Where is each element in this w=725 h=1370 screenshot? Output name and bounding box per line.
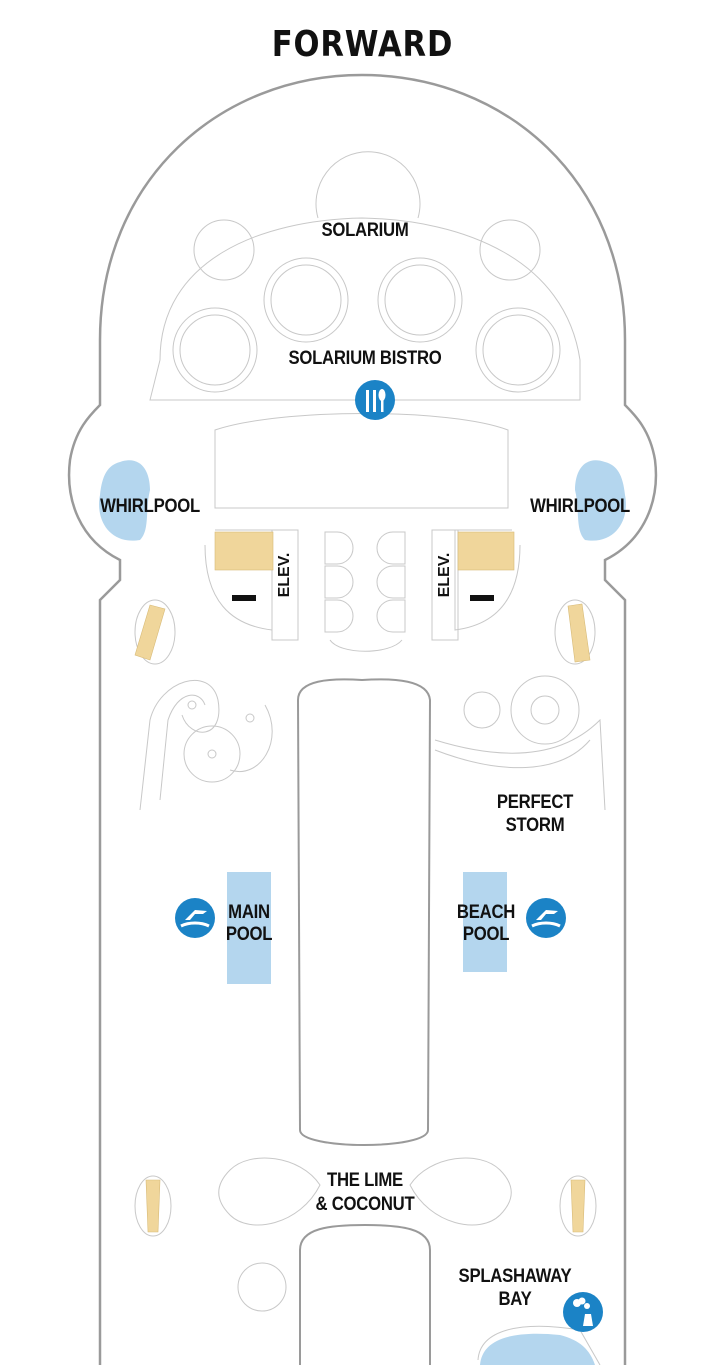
whirlpool-right-water: [575, 460, 626, 541]
label-whirlpool-right[interactable]: WHIRLPOOL: [530, 496, 630, 517]
label-perfect-storm-line2[interactable]: STORM: [505, 815, 565, 836]
hull-outline: [67, 73, 658, 1365]
main-pool-water: [227, 872, 271, 984]
label-solarium[interactable]: SOLARIUM: [321, 220, 409, 241]
atrium-void-outline: [296, 678, 432, 1146]
label-elevator-right[interactable]: ELEV.: [436, 552, 453, 598]
restroom-icon: [232, 595, 256, 601]
label-whirlpool-left[interactable]: WHIRLPOOL: [100, 496, 200, 517]
label-splashaway-line2[interactable]: BAY: [498, 1289, 532, 1310]
label-beach-pool-line2[interactable]: POOL: [462, 924, 510, 945]
direction-label: FORWARD: [271, 24, 454, 65]
label-main-pool-line1[interactable]: MAIN: [228, 902, 270, 923]
label-main-pool-line2[interactable]: POOL: [225, 924, 273, 945]
restroom-icon: [470, 595, 494, 601]
swimmer-icon-left: [175, 898, 215, 938]
label-perfect-storm-line1[interactable]: PERFECT: [496, 792, 574, 813]
label-lime-coconut-line1[interactable]: THE LIME: [327, 1170, 403, 1191]
label-splashaway-line1[interactable]: SPLASHAWAY: [458, 1266, 572, 1287]
child-balloons-icon: [563, 1292, 603, 1332]
label-elevator-left[interactable]: ELEV.: [276, 552, 293, 598]
whirlpool-left-water: [99, 460, 150, 541]
splashaway-water: [480, 1333, 595, 1365]
swimmer-icon-right: [526, 898, 566, 938]
label-beach-pool-line1[interactable]: BEACH: [456, 902, 516, 923]
dining-utensils-icon: [355, 380, 395, 420]
label-lime-coconut-line2[interactable]: & COCONUT: [315, 1194, 415, 1215]
beach-pool-water: [463, 872, 507, 972]
label-solarium-bistro[interactable]: SOLARIUM BISTRO: [288, 348, 442, 369]
